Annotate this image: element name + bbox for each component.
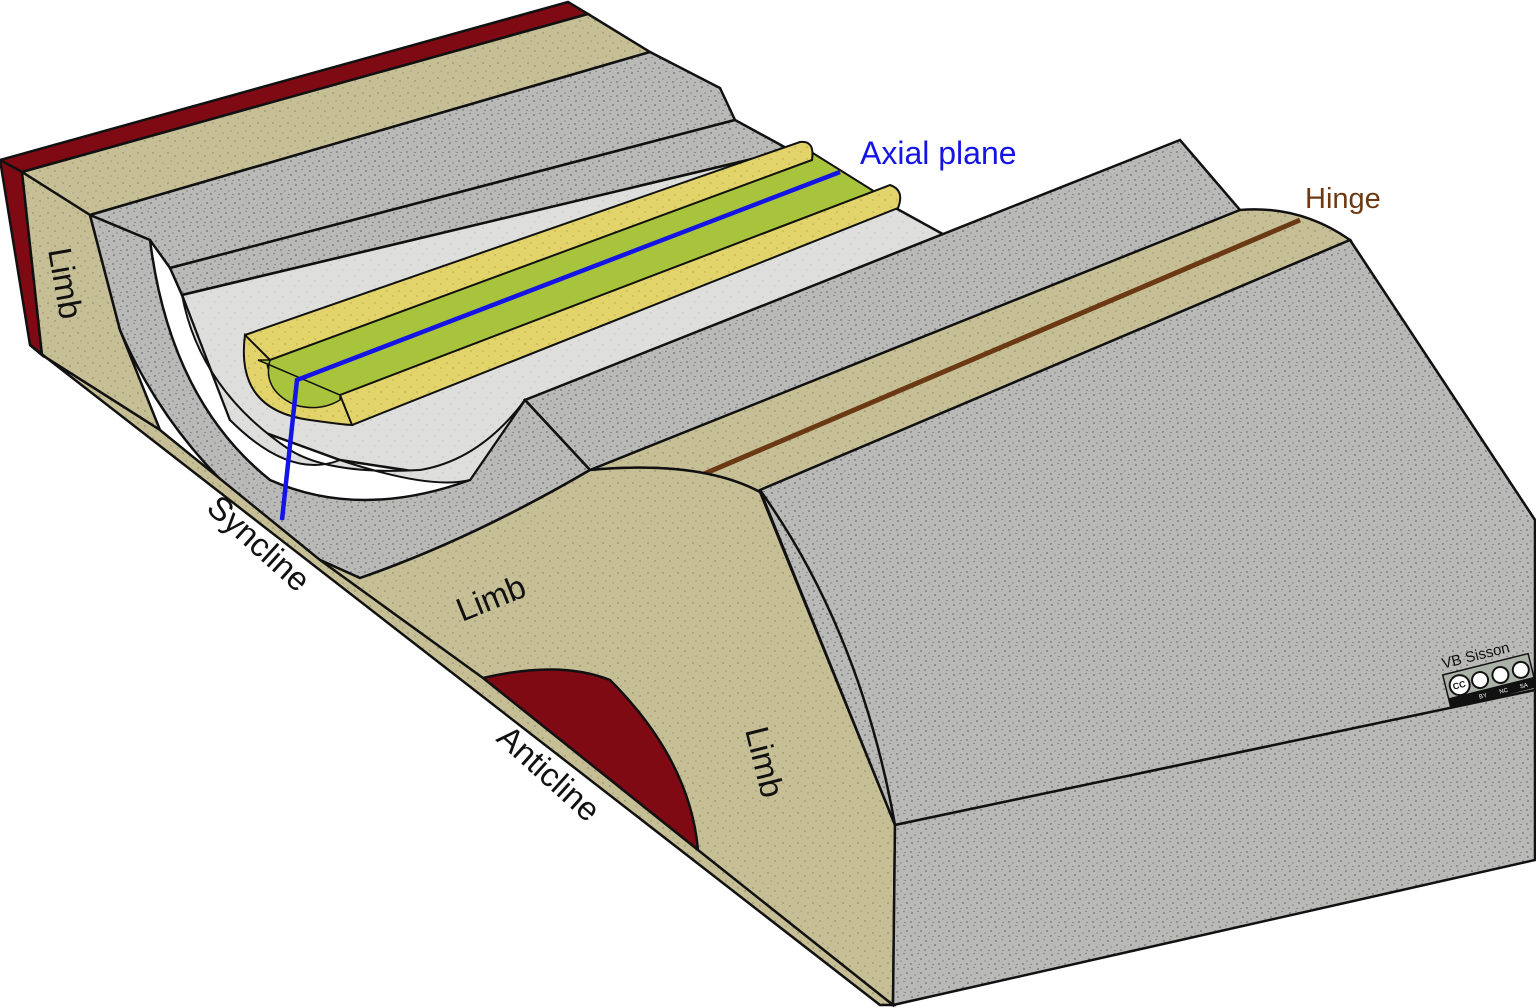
front-light-syncline [181,294,526,484]
by-icon [1471,671,1490,690]
right-bottom-face [891,688,1536,1007]
svg-text:BY: BY [1479,693,1488,701]
left-face-tan [20,169,163,434]
svg-text:CC: CC [1452,679,1468,692]
anticline-core [480,668,700,853]
label-hinge: Hinge [1305,183,1381,215]
axial-plane-line [279,169,841,521]
hinge-line [684,217,1301,485]
cc-icon [1448,674,1471,697]
right-front-curve [758,489,897,826]
label-axial-plane: Axial plane [860,135,1017,171]
front-tan-lower [29,344,897,1007]
green-syncline-end [257,359,341,409]
svg-text:SA: SA [1519,683,1528,691]
sa-icon [1511,660,1530,679]
svg-text:NC: NC [1499,688,1510,696]
right-front-face [758,238,1536,827]
nc-icon [1491,665,1510,684]
